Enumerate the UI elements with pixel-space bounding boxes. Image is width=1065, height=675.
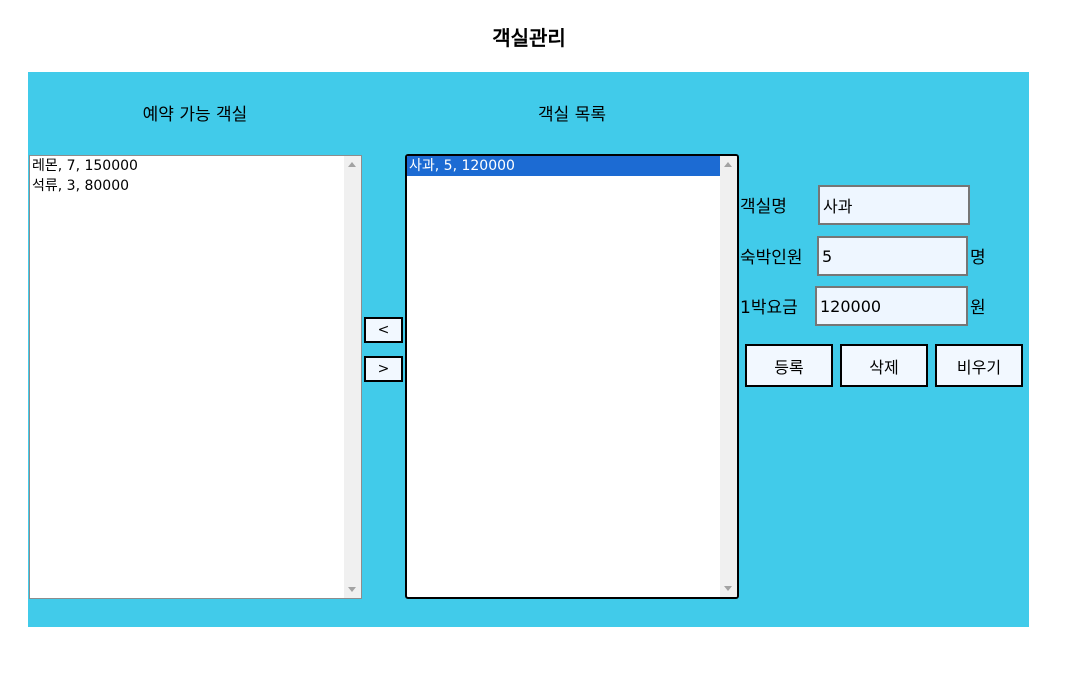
room-list[interactable]: 사과, 5, 120000 xyxy=(405,154,739,599)
capacity-unit: 명 xyxy=(970,248,986,268)
room-management-panel: 예약 가능 객실 객실 목록 레몬, 7, 150000 석류, 3, 8000… xyxy=(28,72,1029,627)
move-left-button[interactable]: < xyxy=(364,317,403,343)
room-name-input[interactable] xyxy=(818,185,970,225)
available-rooms-heading: 예약 가능 객실 xyxy=(142,105,248,125)
register-button[interactable]: 등록 xyxy=(745,344,833,387)
scrollbar[interactable] xyxy=(344,156,361,598)
list-item[interactable]: 사과, 5, 120000 xyxy=(407,156,720,176)
list-item[interactable]: 석류, 3, 80000 xyxy=(32,178,130,194)
scrollbar[interactable] xyxy=(720,156,737,597)
scroll-up-icon[interactable] xyxy=(724,162,732,167)
capacity-input[interactable] xyxy=(817,236,968,276)
scroll-up-icon[interactable] xyxy=(348,162,356,167)
delete-button[interactable]: 삭제 xyxy=(840,344,928,387)
room-list-heading: 객실 목록 xyxy=(538,105,606,125)
price-input[interactable] xyxy=(815,286,968,326)
scroll-down-icon[interactable] xyxy=(724,586,732,591)
available-rooms-list[interactable]: 레몬, 7, 150000 석류, 3, 80000 xyxy=(29,155,362,599)
price-unit: 원 xyxy=(970,298,986,318)
room-name-label: 객실명 xyxy=(740,197,787,217)
scroll-down-icon[interactable] xyxy=(348,587,356,592)
capacity-label: 숙박인원 xyxy=(740,248,803,268)
clear-button[interactable]: 비우기 xyxy=(935,344,1023,387)
page-title: 객실관리 xyxy=(492,26,566,50)
move-right-button[interactable]: > xyxy=(364,356,403,382)
price-label: 1박요금 xyxy=(740,298,798,318)
list-item[interactable]: 레몬, 7, 150000 xyxy=(32,158,138,174)
